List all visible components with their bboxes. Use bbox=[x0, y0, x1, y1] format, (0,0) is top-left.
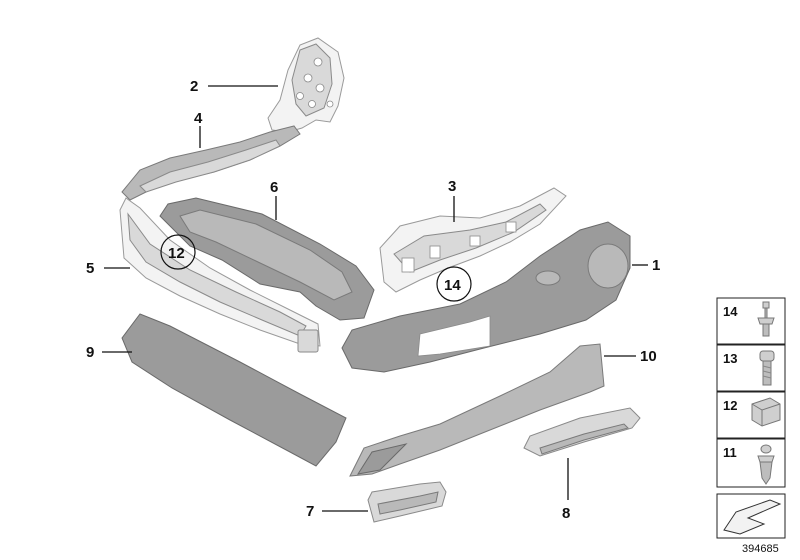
panel-number-14: 14 bbox=[723, 304, 738, 319]
part-7-end-cap[interactable] bbox=[367, 481, 447, 523]
callout-9: 9 bbox=[86, 344, 94, 361]
callout-12: 12 bbox=[168, 245, 185, 262]
screw-icon bbox=[759, 350, 775, 386]
leader-lines bbox=[102, 85, 648, 512]
callout-labels: 2 4 6 5 3 1 9 10 8 7 bbox=[86, 78, 660, 522]
part-2-frame-bracket[interactable] bbox=[267, 37, 345, 133]
callout-10: 10 bbox=[640, 348, 657, 365]
callout-7: 7 bbox=[306, 503, 314, 520]
arrow-shim-icon bbox=[723, 499, 782, 535]
panel-number-13: 13 bbox=[723, 351, 737, 366]
part-9-lower-panel[interactable] bbox=[121, 313, 347, 467]
panel-number-11: 11 bbox=[723, 445, 737, 460]
callout-6: 6 bbox=[270, 179, 278, 196]
part-1-side-cover[interactable] bbox=[341, 221, 631, 373]
part-3-support-bracket[interactable] bbox=[379, 187, 567, 293]
part-8-cover-strip[interactable] bbox=[523, 407, 641, 457]
clip-nut-icon bbox=[751, 397, 781, 427]
circled-callout-14: 14 bbox=[436, 266, 472, 302]
callout-14: 14 bbox=[444, 277, 461, 294]
callout-4: 4 bbox=[194, 110, 203, 127]
circled-callout-12: 12 bbox=[160, 234, 196, 270]
part-4-side-bar[interactable] bbox=[121, 125, 301, 201]
callout-1: 1 bbox=[652, 257, 660, 274]
fastener-panel: 14 13 12 11 bbox=[716, 297, 786, 539]
callout-2: 2 bbox=[190, 78, 198, 95]
rivet-icon bbox=[757, 301, 775, 337]
panel-number-12: 12 bbox=[723, 398, 737, 413]
callout-8: 8 bbox=[562, 505, 570, 522]
part-6-inner-panel[interactable] bbox=[159, 197, 375, 321]
expansion-rivet-icon bbox=[757, 444, 775, 485]
part-10-lower-trim[interactable] bbox=[349, 343, 605, 477]
part-5-outer-trim[interactable] bbox=[119, 197, 321, 353]
reference-number: 394685 bbox=[742, 543, 779, 555]
callout-5: 5 bbox=[86, 260, 94, 277]
callout-3: 3 bbox=[448, 178, 456, 195]
